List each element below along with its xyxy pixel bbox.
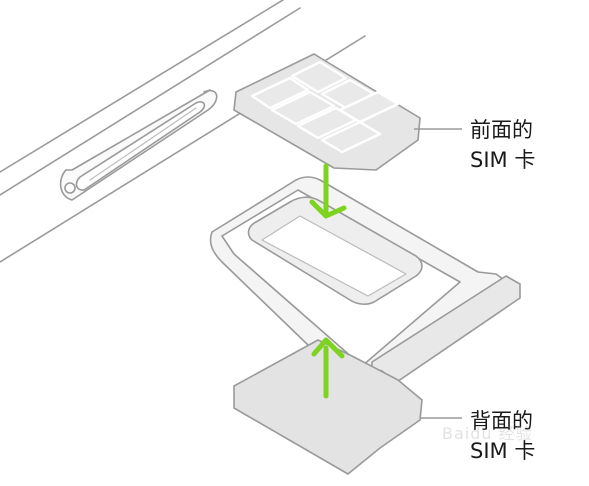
back-sim-label-line2: SIM 卡 [470, 439, 536, 463]
sim-slot-pinhole [64, 182, 76, 194]
arrow-down-head [309, 199, 347, 219]
sim-slot [59, 89, 218, 201]
arrow-up-head [311, 337, 345, 359]
chip-pad [320, 120, 382, 154]
phone-edge-middle [0, 7, 301, 196]
sim-tray-well-inner [261, 215, 407, 297]
sim-tray [209, 176, 521, 395]
chip-pad [338, 90, 400, 124]
chip-pad [270, 90, 336, 126]
watermark: Baidu 经验 [442, 424, 533, 443]
arrow-down-icon [309, 163, 347, 219]
chip-pad [290, 60, 348, 94]
front-sim-chip [250, 60, 400, 154]
front-sim-label: 前面的 SIM 卡 [470, 115, 535, 175]
sim-slot-groove [89, 107, 197, 181]
chip-pad [250, 76, 310, 110]
back-sim-label: 背面的 SIM 卡 [470, 406, 535, 466]
callout-lines [414, 128, 462, 419]
front-sim-label-line2: SIM 卡 [470, 148, 536, 172]
arrow-up-icon [311, 337, 345, 399]
front-sim-label-line1: 前面的 [470, 118, 533, 142]
front-sim-card [233, 53, 421, 171]
back-sim-label-line1: 背面的 [470, 409, 533, 433]
phone-edge-top [0, 0, 284, 173]
